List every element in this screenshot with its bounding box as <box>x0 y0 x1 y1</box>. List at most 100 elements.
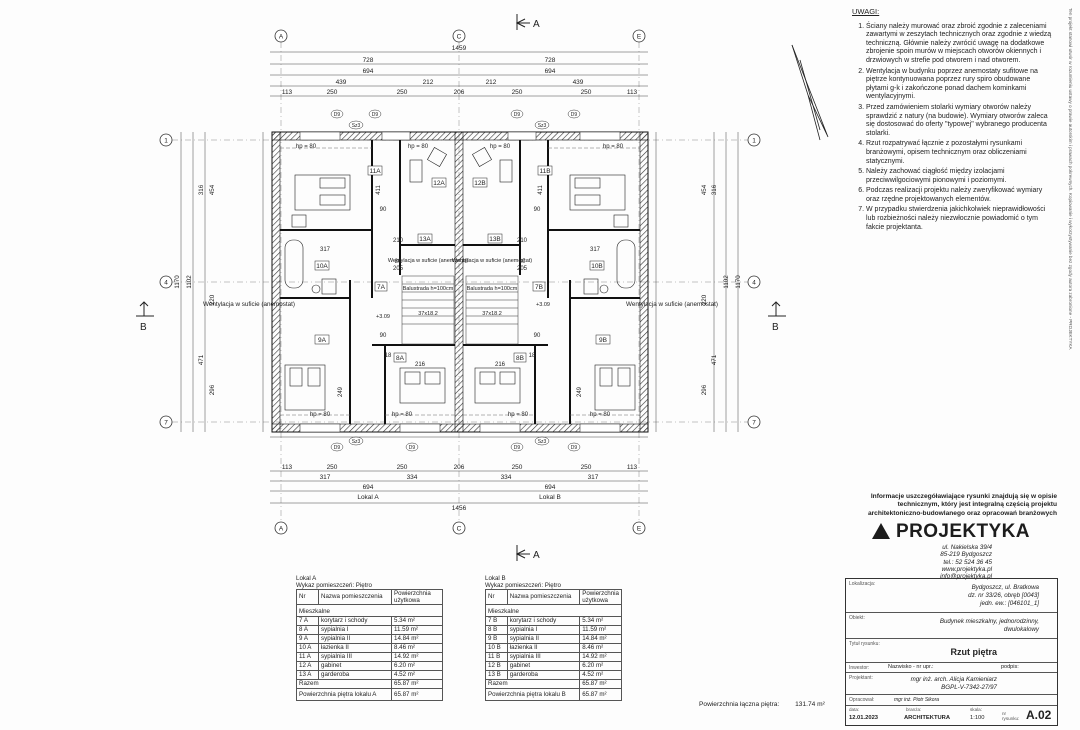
tb-scale: 1:100 <box>970 715 985 721</box>
plan-stroke <box>319 194 346 206</box>
plan-stroke <box>599 367 613 387</box>
table-header: Nazwa pomieszczenia <box>318 589 392 606</box>
hp-label: hp = 80 <box>392 412 413 418</box>
wall-dim: 80 <box>395 259 402 265</box>
note-item: Podczas realizacji projektu należy zwery… <box>866 187 1052 204</box>
door-tag: D9 <box>514 112 521 118</box>
door-tag: D9 <box>514 445 521 451</box>
plan-stroke <box>589 260 605 271</box>
dim-label: 316 <box>711 184 718 195</box>
table-cell: Razem <box>296 679 392 690</box>
tb-row-investor: Inwestor: Nazwisko - nr upr.: podpis: <box>846 663 1057 673</box>
plan-stroke <box>399 423 441 433</box>
table-cell: 7 B <box>485 616 508 627</box>
axis-bubble-a-bottom <box>274 521 288 535</box>
wall-dim: 90 <box>380 333 387 339</box>
total-floor-area: Powierzchnia łączna piętra: 131.74 m² <box>699 701 825 708</box>
table-cell: 8 A <box>296 625 319 636</box>
logo-mark-icon <box>872 523 890 539</box>
table-cell: 13 B <box>485 670 508 681</box>
plan-stroke <box>321 278 337 295</box>
door-tag: D9 <box>409 445 416 451</box>
room-tag-13a: 13A <box>419 236 431 243</box>
axis-label: E <box>637 34 642 41</box>
hp-label: hp = 80 <box>296 144 317 150</box>
dim-label: 317 <box>320 474 331 481</box>
company-phone: tel.: 52 524 36 45 <box>943 558 992 566</box>
table-cell: 11 A <box>296 652 319 663</box>
tb-location: Bydgoszcz, ul. Bratkowa dz. nr 33/26, ob… <box>968 584 1039 608</box>
dim-label: 1170 <box>174 275 181 289</box>
note-item: Rzut rozpatrywać łącznie z pozostałymi r… <box>866 140 1052 166</box>
table-title: Lokal A <box>296 575 317 582</box>
tb-investor: Nazwisko - nr upr.: <box>888 664 934 670</box>
table-caption: Wykaz pomieszczeń: Piętro <box>296 582 372 590</box>
plan-stroke <box>330 442 344 452</box>
dim-total-bottom: 1456 <box>452 505 467 512</box>
table-cell: 8 B <box>485 625 508 636</box>
dim-label: 317 <box>588 474 599 481</box>
room-tag-7a: 7A <box>377 284 386 291</box>
plan-stroke <box>348 120 364 130</box>
section-label-bottom: A <box>533 550 540 561</box>
rooms-table-b: Lokal B Wykaz pomieszczeń: Piętro Nr Naz… <box>484 575 622 702</box>
room-tag-9b: 9B <box>599 337 607 344</box>
table-cell: 9 B <box>485 634 508 645</box>
tb-label: data: <box>849 707 860 712</box>
dim-label: 439 <box>336 79 347 86</box>
dim-label: 206 <box>454 464 465 471</box>
table-cell: 7 A <box>296 616 319 627</box>
chair-12b <box>472 147 492 167</box>
dim-lokal-a: Lokal A <box>357 494 379 501</box>
table-cell: 11 B <box>485 652 508 663</box>
wall-dim: 80 <box>519 259 526 265</box>
chair-12a <box>427 147 447 167</box>
table-cell: sypialnia III <box>506 652 581 663</box>
dim-label: 220 <box>209 294 216 305</box>
company-street: ul. Nakielska 39/4 <box>942 544 992 551</box>
plan-stroke <box>311 284 321 294</box>
hp-label: hp = 80 <box>603 144 624 150</box>
dim-label: 250 <box>581 464 592 471</box>
axis-label: C <box>457 526 462 533</box>
wall-dim: 18 <box>529 353 536 359</box>
rooms-table-a: Lokal A Wykaz pomieszczeń: Piętro Nr Naz… <box>296 575 443 702</box>
plan-stroke <box>791 44 809 96</box>
table-cell: gabinet <box>506 661 581 672</box>
dim-label: 206 <box>454 89 465 96</box>
bed-8b <box>474 367 521 404</box>
table-cell: 4.52 m² <box>579 670 622 681</box>
company-web[interactable]: www.projektyka.pl <box>941 565 992 573</box>
section-label-top: A <box>533 19 540 30</box>
plan-stroke <box>291 214 307 228</box>
plan-stroke <box>393 352 407 363</box>
room-dim: 216 <box>415 362 426 368</box>
dim-label: 212 <box>423 79 434 86</box>
company-email[interactable]: info@projektyka.pl <box>940 573 992 581</box>
rooms-table: Nr Nazwa pomieszczenia Powierzchnia użyt… <box>484 589 622 702</box>
dim-label: 471 <box>198 354 205 365</box>
dim-label: 220 <box>701 294 708 305</box>
axis-bubble-e-bottom <box>632 521 646 535</box>
dim-label: 694 <box>363 484 374 491</box>
axis-bubble-7-left <box>159 415 173 429</box>
plan-stroke <box>431 177 447 188</box>
table-cell: sypialnia II <box>318 634 392 645</box>
room-dim: 317 <box>590 247 601 253</box>
plan-stroke <box>799 59 821 131</box>
table-cell: garderoba <box>506 670 581 681</box>
plan-stroke <box>583 278 599 295</box>
axis-bubble-c-top <box>452 29 466 43</box>
tb-label: Tytuł rysunku: <box>849 641 880 647</box>
bed-8a <box>399 367 446 404</box>
plan-stroke <box>579 423 621 433</box>
table-cell: 13 A <box>296 670 319 681</box>
axis-label: C <box>457 34 462 41</box>
plan-stroke <box>567 109 581 119</box>
plan-stroke <box>537 165 553 176</box>
